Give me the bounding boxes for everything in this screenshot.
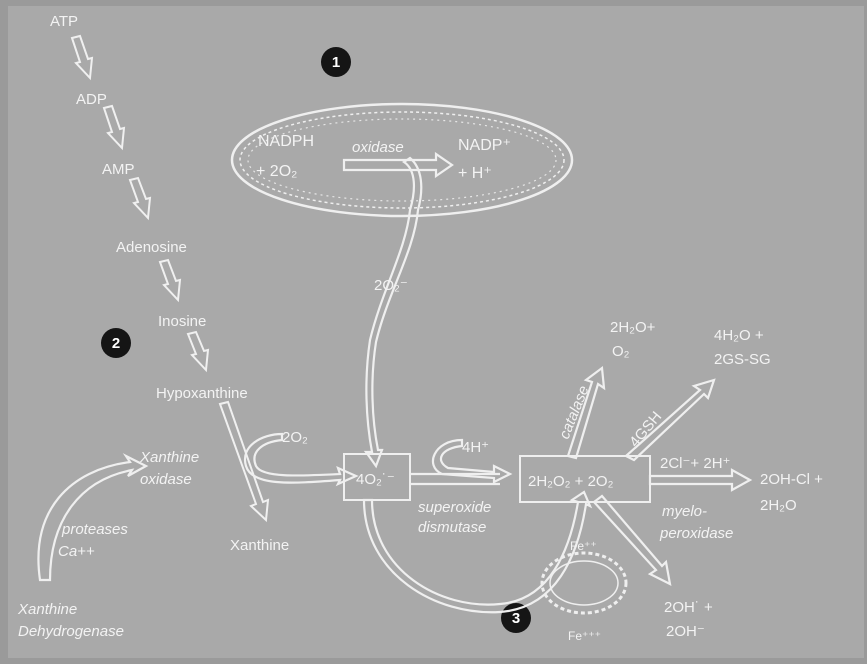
calcium-label: Ca++ [58, 543, 95, 560]
atp-label: ATP [50, 13, 78, 30]
oxidase-reaction-arrow [344, 154, 452, 176]
nadp-label: NADP⁺ [458, 137, 511, 154]
gpx-product-label-2: 2GS-SG [714, 351, 771, 368]
oxidase-label: oxidase [352, 139, 404, 156]
mpo-label-2: peroxidase [659, 525, 733, 542]
catalase-label: catalase [556, 383, 593, 441]
badge-3-label: 3 [512, 610, 520, 627]
badge-2-label: 2 [112, 335, 120, 352]
fe3-label: Fe⁺⁺⁺ [568, 629, 601, 643]
dehydrogenase-label-2: Dehydrogenase [18, 623, 124, 640]
mpo-product-label-2: 2H₂O [760, 497, 797, 514]
hydroxyl-label-1: 2OH˙ + [664, 599, 713, 616]
superoxide-descending-arrow [366, 158, 421, 466]
superoxide-out-label: 2O₂⁻ [374, 277, 408, 294]
gsh-label: 4GSH [626, 408, 665, 450]
adenosine-label: Adenosine [116, 239, 187, 256]
xanthine-label: Xanthine [230, 537, 289, 554]
purine-arrows [72, 36, 268, 520]
hydroxyl-arrow [594, 496, 670, 584]
badge-1-label: 1 [332, 54, 340, 71]
o2-input-label: 2O₂ [282, 429, 308, 446]
protons-label: 4H⁺ [462, 439, 489, 456]
xanthine-oxidase-label-1: Xanthine [139, 449, 199, 466]
badge-1: 1 [321, 47, 351, 77]
sod-label-1: superoxide [418, 499, 491, 516]
hydroxyl-label-2: 2OH⁻ [666, 623, 705, 640]
peroxide-box-label: 2H₂O₂ + 2O₂ [528, 473, 614, 490]
adp-label: ADP [76, 91, 107, 108]
superoxide-box-label: 4O₂˙⁻ [356, 471, 395, 488]
fe2-label: Fe⁺⁺ [570, 539, 597, 553]
chloride-label: 2Cl⁻+ 2H⁺ [660, 455, 730, 472]
mpo-product-label-1: 2OH-Cl + [760, 471, 823, 488]
mpo-label-1: myelo- [662, 503, 707, 520]
badge-3: 3 [501, 603, 531, 633]
catalase-product-label-2: O₂ [612, 343, 630, 360]
proteases-label: proteases [61, 521, 128, 538]
hypoxanthine-label: Hypoxanthine [156, 385, 248, 402]
h-plus-label: + H⁺ [458, 165, 492, 182]
inosine-label: Inosine [158, 313, 206, 330]
dehydrogenase-arrow [38, 456, 146, 580]
amp-label: AMP [102, 161, 135, 178]
nadph-label: NADPH [258, 133, 314, 150]
myeloperoxidase-arrow [650, 470, 750, 490]
gpx-product-label-1: 4H₂O + [714, 327, 764, 344]
o2-in-label: + 2O₂ [256, 163, 297, 180]
xanthine-oxidase-label-2: oxidase [140, 471, 192, 488]
catalase-product-label-1: 2H₂O+ [610, 319, 656, 336]
badge-2: 2 [101, 328, 131, 358]
sod-label-2: dismutase [418, 519, 486, 536]
dehydrogenase-label-1: Xanthine [17, 601, 77, 618]
